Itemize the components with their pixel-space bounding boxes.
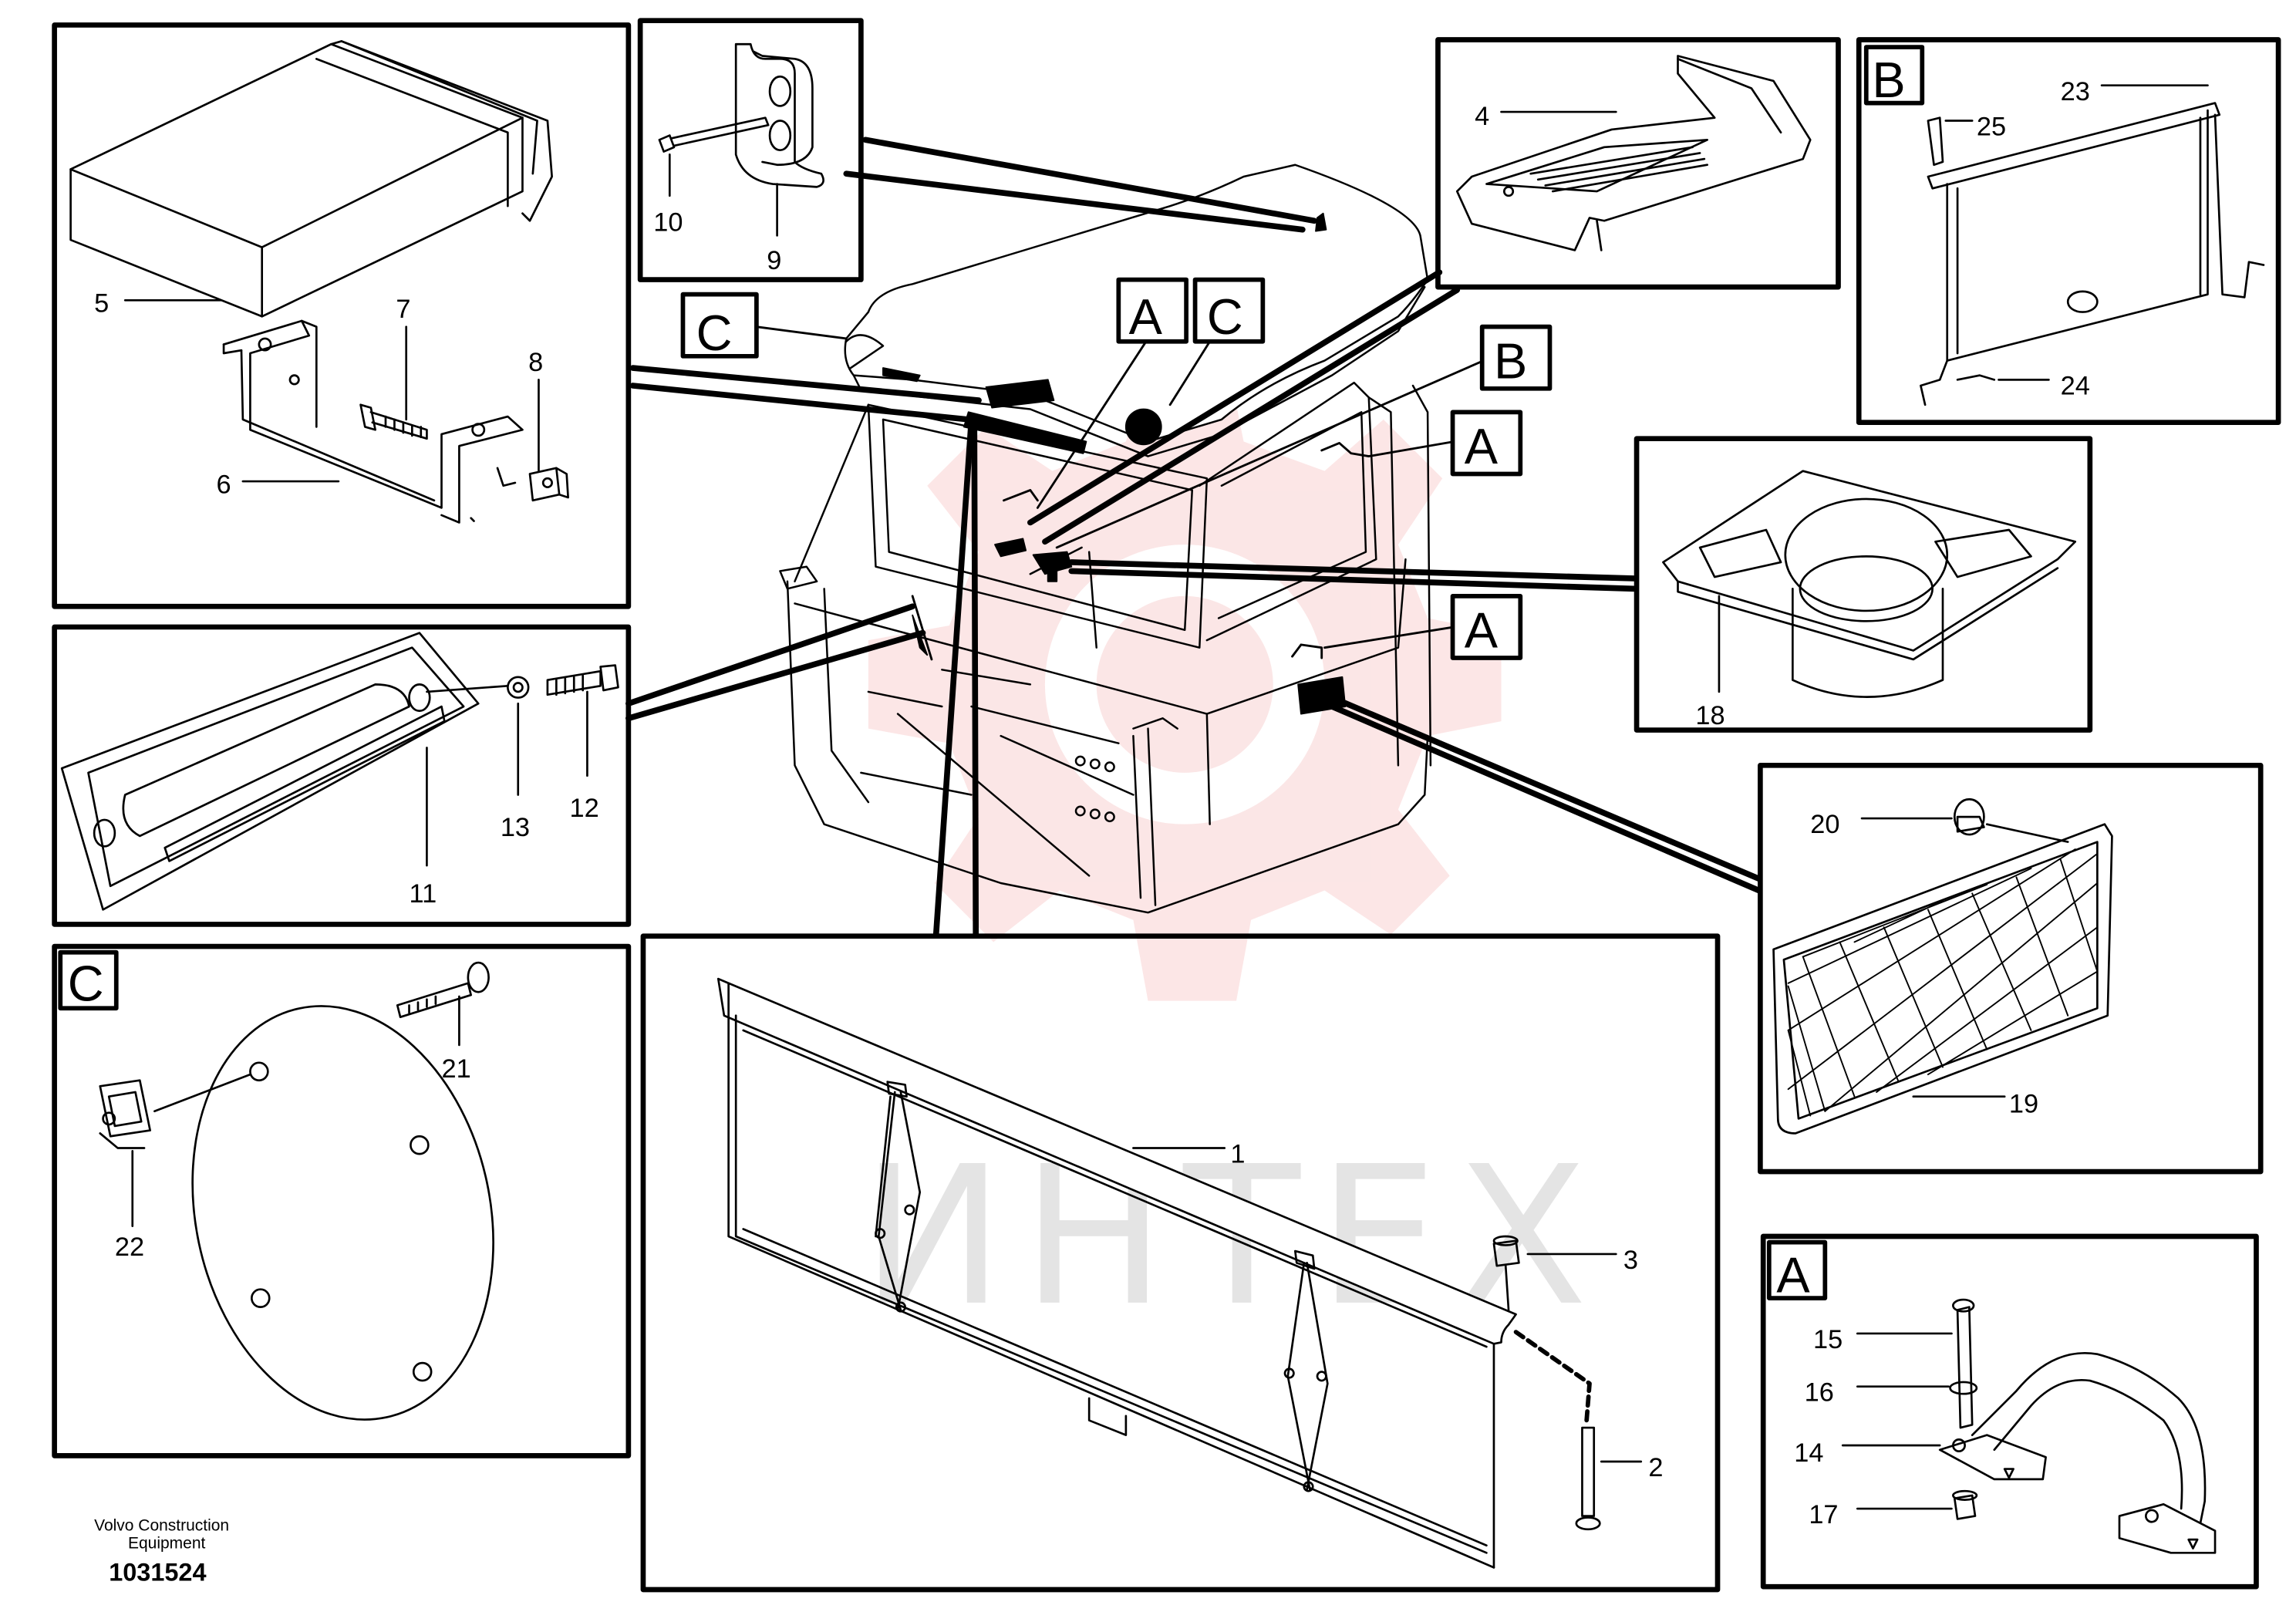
inset-storage-net-leaders	[1860, 817, 2006, 1098]
part-label-9: 9	[767, 246, 781, 275]
leader-lines	[625, 137, 1762, 938]
part-label-12: 12	[570, 794, 599, 823]
callout-leaders	[755, 325, 1485, 649]
callout-a-top: A	[1129, 288, 1163, 345]
part-label-7: 7	[396, 295, 410, 324]
part-label-8: 8	[528, 348, 543, 377]
callout-a-right: A	[1465, 418, 1499, 474]
part-label-10: 10	[653, 208, 683, 238]
part-label-22: 22	[115, 1233, 144, 1262]
watermark-gear	[868, 368, 1502, 1001]
publisher-code: 1031524	[109, 1559, 206, 1587]
part-label-14: 14	[1794, 1438, 1823, 1468]
inset-b-sun-blind	[1856, 37, 2281, 426]
inset-a-handle	[1760, 1233, 2259, 1590]
part-label-6: 6	[217, 470, 231, 499]
part-label-16: 16	[1805, 1378, 1834, 1408]
inset-shelf	[1435, 37, 1841, 290]
inset-a-label: A	[1776, 1247, 1810, 1303]
grab-handle-left-mark	[911, 595, 933, 661]
publisher-line-1: Volvo Construction	[94, 1517, 229, 1535]
part-label-17: 17	[1809, 1500, 1838, 1529]
inset-grab-handle-leaders	[426, 690, 588, 867]
part-label-13: 13	[501, 813, 530, 842]
inset-storage-tray	[52, 22, 632, 609]
inset-c-label: C	[68, 956, 104, 1012]
part-label-3: 3	[1623, 1246, 1638, 1275]
part-label-5: 5	[94, 289, 109, 319]
callout-a-lower: A	[1465, 602, 1499, 659]
part-label-23: 23	[2061, 77, 2090, 106]
part-label-19: 19	[2009, 1090, 2038, 1119]
part-label-2: 2	[1648, 1453, 1663, 1482]
callout-c-top: C	[1207, 288, 1243, 345]
part-label-15: 15	[1813, 1325, 1843, 1354]
callout-boxes	[680, 277, 1553, 660]
part-label-24: 24	[2061, 371, 2090, 400]
part-label-1: 1	[1230, 1140, 1245, 1169]
inset-storage-tray-leaders	[123, 298, 540, 483]
part-label-20: 20	[1810, 810, 1839, 839]
inset-storage-net	[1758, 763, 2264, 1175]
inset-c-leaders	[131, 995, 460, 1227]
inset-curtain-leaders	[1132, 1147, 1643, 1463]
publisher-line-2: Equipment	[128, 1535, 205, 1553]
part-label-11: 11	[410, 879, 437, 909]
part-label-25: 25	[1977, 113, 2006, 142]
inset-coat-hook	[637, 18, 864, 282]
callout-b-main: B	[1494, 332, 1527, 389]
inset-curtain	[640, 933, 1721, 1593]
handle-mark-lower	[1291, 643, 1323, 659]
inset-c-cover-plate	[52, 943, 632, 1458]
inset-a-leaders	[1841, 1332, 1953, 1510]
part-label-4: 4	[1475, 102, 1489, 131]
inset-b-leaders	[1944, 84, 2209, 381]
inset-grab-handle	[52, 624, 632, 927]
inset-coat-hook-leaders	[668, 153, 778, 237]
part-label-21: 21	[441, 1054, 470, 1084]
callout-c-left: C	[696, 305, 733, 361]
cab-dark-parts	[882, 212, 1347, 715]
inset-cup-holder	[1633, 436, 2093, 733]
handle-mark-upper	[1003, 489, 1039, 502]
handle-mark-right	[1320, 441, 1371, 458]
inset-b-label: B	[1872, 52, 1905, 108]
part-label-18: 18	[1695, 701, 1725, 730]
